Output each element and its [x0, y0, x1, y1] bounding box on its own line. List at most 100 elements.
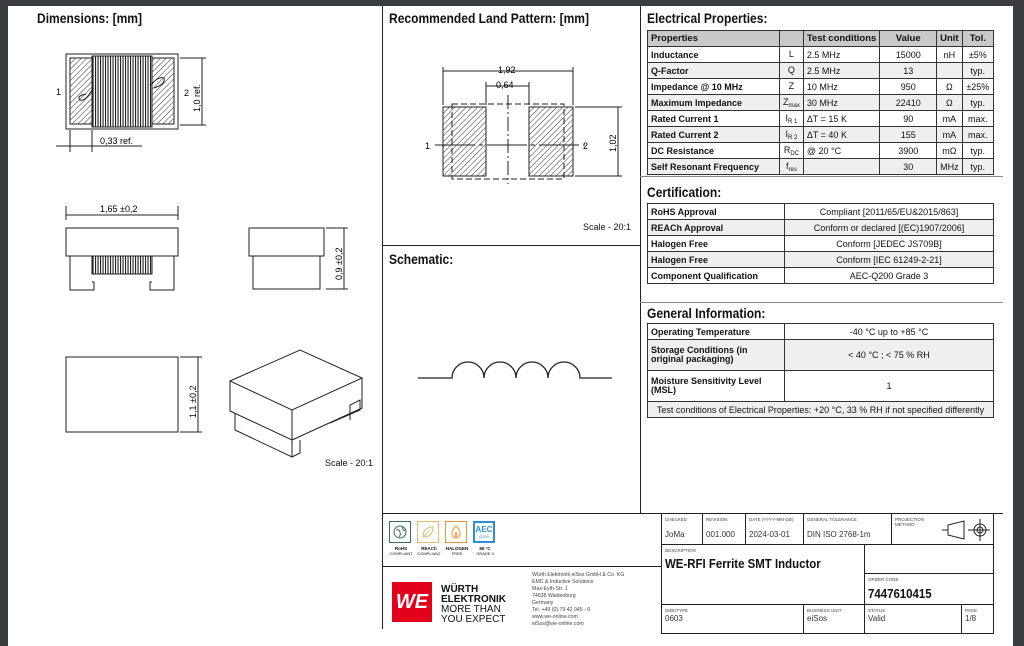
- dimensions-scale: Scale - 20:1: [325, 458, 374, 468]
- badge-label: HALOGEN: [445, 546, 469, 551]
- inductor-symbol: [418, 361, 612, 379]
- unit: nH: [936, 46, 963, 63]
- tolerance: max.: [961, 110, 995, 127]
- test-condition: 2.5 MHz: [802, 46, 881, 63]
- table-row: Storage Conditions (in original packagin…: [647, 339, 994, 371]
- header-unit: Unit: [936, 30, 963, 47]
- length-dimension: 1,65 ±0,2: [100, 204, 137, 214]
- symbol: RDC: [778, 142, 804, 159]
- test-condition: [802, 158, 881, 175]
- property-name: Halogen Free: [647, 235, 785, 252]
- value: 90: [879, 110, 938, 127]
- unit: [936, 62, 963, 79]
- header-value: Value: [879, 30, 938, 47]
- value: 30: [879, 158, 938, 175]
- date-value: 2024-03-01: [749, 530, 790, 539]
- land-pattern-title: Recommended Land Pattern: [mm]: [389, 10, 590, 26]
- symbol: Zmax: [778, 94, 804, 111]
- certification-title: Certification:: [647, 184, 722, 200]
- table-note-row: Test conditions of Electrical Properties…: [647, 401, 994, 418]
- dimensions-title: Dimensions: [mm]: [37, 10, 143, 26]
- table-header: Properties Test conditions Value Unit To…: [647, 30, 995, 47]
- checked-label: CHECKED: [665, 517, 688, 522]
- land-pattern-scale: Scale - 20:1: [583, 222, 632, 232]
- symbol-subscript: R 1: [787, 118, 798, 125]
- property-name: Maximum Impedance: [647, 94, 780, 111]
- thickness-dimension: 0,9 ±0,2: [334, 248, 344, 280]
- unit: mΩ: [936, 142, 963, 159]
- projection-label: PROJECTION METHOD: [895, 517, 925, 527]
- property-name: REACh Approval: [647, 219, 785, 236]
- symbol: fres: [778, 158, 804, 175]
- property-value: Conform or declared [(EC)1907/2006]: [784, 219, 994, 236]
- tolerance: ±25%: [961, 78, 995, 95]
- property-name: Impedance @ 10 MHz: [647, 78, 780, 95]
- order-code: 7447610415: [868, 586, 932, 601]
- slogan-line1: MORE THAN: [441, 604, 501, 615]
- projection-cell: PROJECTION METHOD: [891, 513, 994, 545]
- size-label: SIZE/TYPE: [665, 608, 689, 613]
- test-condition: 30 MHz: [802, 94, 881, 111]
- property-name: Rated Current 1: [647, 110, 780, 127]
- test-condition: @ 20 °C: [802, 142, 881, 159]
- flame-icon: [445, 521, 467, 543]
- symbol-main: Q: [787, 64, 795, 75]
- height-ref-dimension: 1,0 ref.: [192, 84, 202, 112]
- property-name: Component Qualification: [647, 267, 785, 284]
- property-name: Inductance: [647, 46, 780, 63]
- property-value: < 40 °C ; < 75 % RH: [784, 339, 994, 371]
- projection-method-icon: [942, 519, 990, 541]
- tolerance: typ.: [961, 142, 995, 159]
- business-unit-value: eiSos: [807, 614, 828, 623]
- badge-label: 85 °C: [479, 546, 491, 551]
- revision-label: REVISION: [706, 517, 728, 522]
- slogan-line2: YOU EXPECT: [441, 614, 506, 625]
- revision-cell: REVISION 001.000: [702, 513, 746, 545]
- revision-value: 001.000: [706, 530, 735, 539]
- divider: [640, 176, 1003, 177]
- page-label: PAGE: [965, 608, 978, 613]
- test-condition: ΔT = 40 K: [802, 126, 881, 143]
- badge-sublabel: GRADE 3: [476, 551, 494, 556]
- test-condition: 2.5 MHz: [802, 62, 881, 79]
- width-dimension: 1,1 ±0,2: [188, 386, 198, 418]
- general-info-table: Operating Temperature-40 °C up to +85 °C…: [647, 323, 994, 418]
- empty-cell: [864, 544, 994, 574]
- unit: mA: [936, 110, 963, 127]
- symbol: IR 2: [778, 126, 804, 143]
- company-name-line2: ELEKTRONIK: [441, 594, 506, 605]
- symbol: L: [778, 46, 804, 63]
- unit: Ω: [936, 94, 963, 111]
- divider: [640, 302, 1003, 303]
- we-logo: WE: [392, 582, 432, 622]
- schematic-title: Schematic:: [389, 251, 454, 267]
- value: 155: [879, 126, 938, 143]
- badge-sublabel: FREE: [451, 551, 463, 556]
- tolerance-value: DIN ISO 2768-1m: [807, 530, 871, 539]
- address-line: 74638 Waldenburg: [532, 593, 576, 599]
- property-name: RoHS Approval: [647, 203, 785, 220]
- product-description: WE-RFI Ferrite SMT Inductor: [665, 556, 821, 571]
- header-properties: Properties: [647, 30, 780, 47]
- tolerance: typ.: [961, 94, 995, 111]
- pin-2-label: 2: [184, 88, 189, 98]
- header-test-conditions: Test conditions: [802, 30, 881, 47]
- symbol-main: R: [783, 144, 791, 155]
- symbol-subscript: max: [788, 102, 800, 109]
- company-name-line1: WÜRTH: [441, 584, 479, 595]
- property-name: Self Resonant Frequency: [647, 158, 780, 175]
- property-name: DC Resistance: [647, 142, 780, 159]
- badge-sublabel: COMPLIANT: [417, 551, 441, 556]
- checked-value: JoMa: [665, 530, 685, 539]
